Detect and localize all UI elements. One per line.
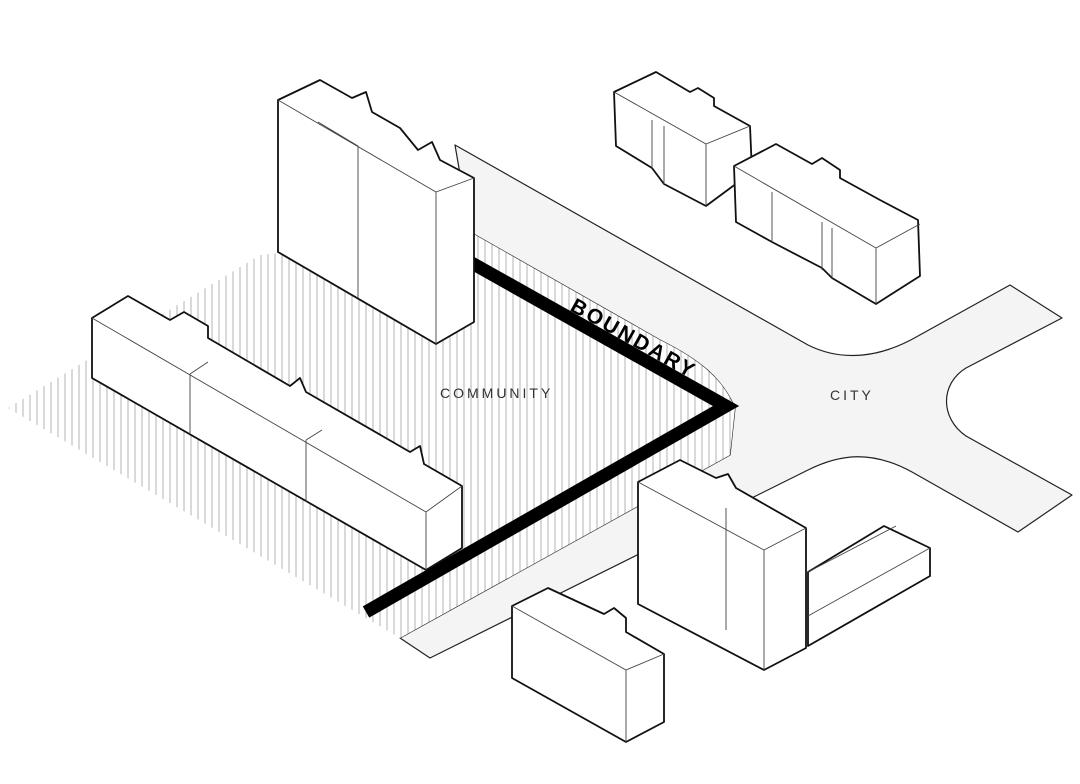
city-label: CITY (830, 387, 874, 403)
boundary-line (362, 256, 740, 618)
building-block-northeast-2 (733, 143, 921, 305)
building-bar-southeast (807, 525, 931, 647)
building-tower-southeast (637, 459, 807, 671)
community-label: COMMUNITY (440, 385, 553, 401)
building-slab-west (91, 295, 463, 571)
building-tower-northwest (277, 79, 475, 345)
building-block-northeast-1 (613, 71, 753, 207)
building-block-south (511, 587, 665, 743)
